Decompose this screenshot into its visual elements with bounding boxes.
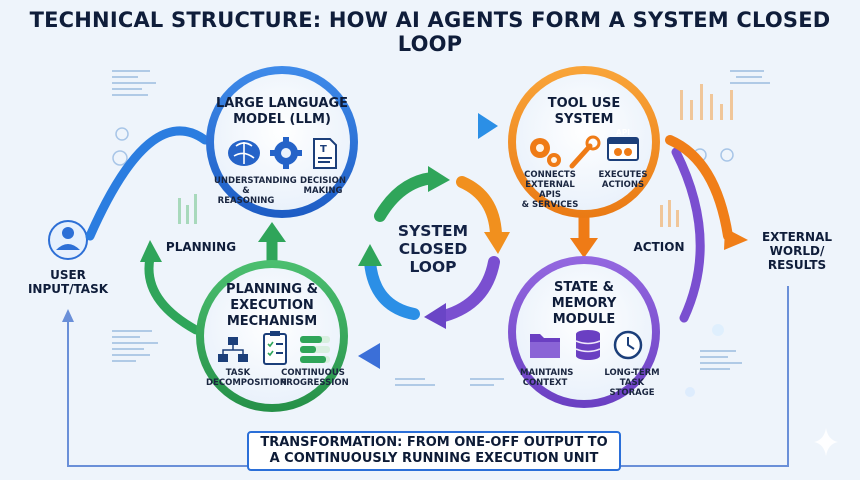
clock-icon	[613, 330, 643, 360]
document-icon: T	[313, 138, 337, 169]
center-line2: CLOSED	[398, 240, 468, 258]
action-arc	[671, 147, 705, 323]
planning-feature-decomposition-line2: DECOMPOSITION	[206, 378, 287, 388]
flowchart-icon	[218, 337, 248, 362]
memory-feature-context-line1: MAINTAINS	[520, 368, 574, 378]
user-input-label: USER INPUT/TASK	[20, 268, 116, 296]
api-badge: API	[616, 128, 631, 137]
tool-feature-connects-line3: & SERVICES	[521, 200, 579, 210]
center-line1: SYSTEM	[397, 222, 469, 240]
external-line2: WORLD/	[769, 244, 825, 258]
planning-node-title: PLANNING & EXECUTION MECHANISM	[206, 282, 338, 330]
tool-feature-connects-line1: CONNECTS	[524, 170, 576, 180]
memory-feature-context-line2: CONTEXT	[522, 378, 568, 388]
memory-feature-context: MAINTAINS CONTEXT	[520, 368, 574, 388]
memory-title-line2: MEMORY	[551, 296, 617, 311]
sparkle-icon	[814, 428, 838, 456]
memory-feature-storage: LONG-TERM TASK STORAGE	[596, 368, 668, 398]
llm-feature-decision-line2: MAKING	[303, 186, 343, 196]
llm-feature-decision: DECISION MAKING	[296, 176, 350, 196]
transformation-banner: TRANSFORMATION: FROM ONE-OFF OUTPUT TO A…	[250, 435, 618, 467]
llm-feature-decision-line1: DECISION	[300, 176, 346, 186]
database-icon	[575, 330, 601, 360]
external-line1: EXTERNAL	[761, 230, 833, 244]
memory-node-title: STATE & MEMORY MODULE	[524, 280, 644, 328]
llm-node-title: LARGE LANGUAGE MODEL (LLM)	[212, 96, 352, 128]
llm-title-line2: MODEL (LLM)	[233, 112, 331, 127]
user-to-llm-arc	[85, 126, 210, 241]
planning-feature-progression-line2: PROGRESSION	[280, 378, 349, 388]
gears-icon	[530, 138, 561, 167]
planning-title-line2: EXECUTION	[230, 298, 314, 313]
checklist-icon	[263, 331, 287, 365]
folder-icon	[530, 334, 560, 358]
memory-feature-storage-line2: TASK STORAGE	[609, 378, 655, 398]
wrench-icon	[569, 135, 601, 169]
user-label-line2: INPUT/TASK	[27, 282, 109, 296]
center-loop-label: SYSTEM CLOSED LOOP	[386, 222, 480, 276]
tool-feature-executes-line1: EXECUTES	[598, 170, 648, 180]
memory-title-line1: STATE &	[554, 280, 614, 295]
external-line3: RESULTS	[767, 258, 827, 272]
planning-feature-progression-line1: CONTINUOUS	[281, 368, 345, 378]
planning-feature-decomposition-line1: TASK	[225, 368, 251, 378]
memory-feature-storage-line1: LONG-TERM	[604, 368, 660, 378]
llm-feature-reasoning: UNDERSTANDING & REASONING	[214, 176, 297, 206]
banner-line1: TRANSFORMATION: FROM ONE-OFF OUTPUT TO	[260, 435, 608, 450]
background-decoration	[112, 70, 770, 397]
gear-icon	[270, 137, 302, 169]
tool-feature-connects-line2: EXTERNAL APIS	[525, 180, 575, 200]
tool-feature-executes: EXECUTES ACTIONS	[598, 170, 648, 190]
center-cycle-arrows	[358, 166, 510, 329]
action-edge-label: ACTION	[633, 240, 685, 254]
llm-feature-reasoning-line1: UNDERSTANDING	[214, 176, 297, 186]
llm-feature-reasoning-line2: & REASONING	[217, 186, 275, 206]
tool-feature-connects: CONNECTS EXTERNAL APIS & SERVICES	[516, 170, 584, 210]
planning-feature-decomposition: TASK DECOMPOSITION	[206, 368, 287, 388]
tool-feature-executes-line2: ACTIONS	[601, 180, 645, 190]
tool-node-title: TOOL USE SYSTEM	[524, 96, 644, 128]
memory-title-line3: MODULE	[552, 312, 616, 327]
planning-title-line1: PLANNING &	[226, 282, 318, 297]
progress-bars-icon	[300, 336, 330, 363]
user-icon	[48, 220, 88, 260]
planning-title-line3: MECHANISM	[226, 314, 318, 329]
banner-box	[247, 431, 621, 471]
svg-text:T: T	[320, 144, 327, 155]
tool-title-line1: TOOL USE	[547, 96, 621, 111]
api-window-icon	[607, 137, 639, 161]
center-line3: LOOP	[409, 258, 457, 276]
tool-node-circle	[508, 66, 660, 218]
banner-line2: A CONTINUOUSLY RUNNING EXECUTION UNIT	[269, 451, 599, 466]
planning-feedback-arc	[144, 253, 201, 335]
external-arrow	[665, 135, 733, 241]
user-label-line1: USER	[50, 268, 86, 282]
llm-title-line1: LARGE LANGUAGE	[215, 96, 349, 111]
planning-feature-progression: CONTINUOUS PROGRESSION	[280, 368, 349, 388]
brain-icon	[228, 140, 260, 166]
page-title: TECHNICAL STRUCTURE: HOW AI AGENTS FORM …	[29, 8, 831, 56]
external-world-label: EXTERNAL WORLD/ RESULTS	[754, 230, 840, 272]
tool-title-line2: SYSTEM	[554, 112, 614, 127]
planning-edge-label: PLANNING	[165, 240, 237, 254]
